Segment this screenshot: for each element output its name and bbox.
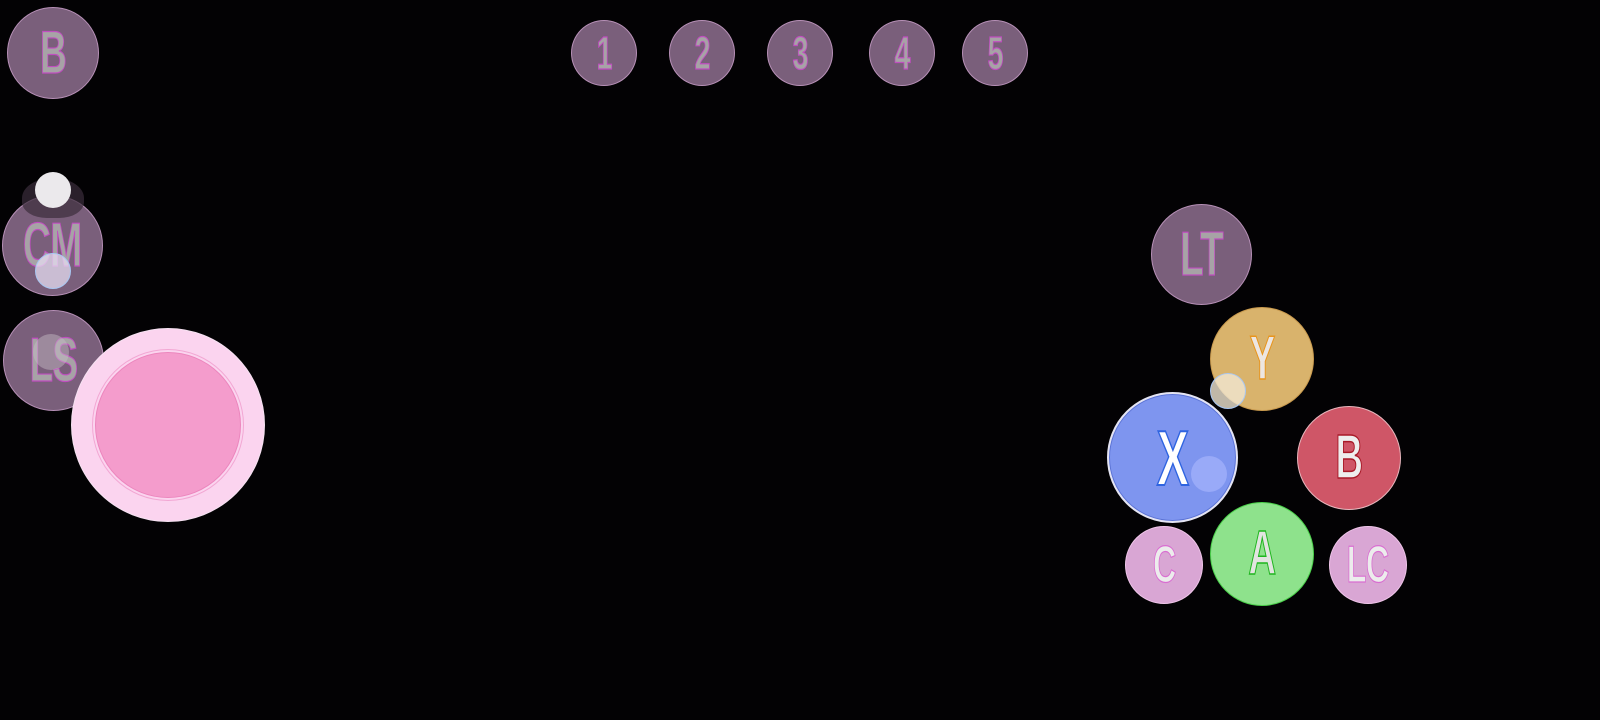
number-button-4[interactable]: 4 (869, 20, 935, 86)
y-label: Y (1249, 324, 1276, 393)
ls-label: LS (29, 325, 78, 395)
y-button[interactable]: Y (1210, 307, 1314, 411)
number-label: 4 (894, 27, 911, 79)
number-button-1[interactable]: 1 (571, 20, 637, 86)
b-button[interactable]: B (1297, 406, 1401, 510)
left-joystick-base[interactable] (71, 328, 265, 522)
back-b-label: B (39, 19, 67, 86)
c-button[interactable]: C (1125, 526, 1203, 604)
touch-indicator-dot (1210, 373, 1246, 409)
x-label: X (1156, 413, 1190, 502)
a-button[interactable]: A (1210, 502, 1314, 606)
touch-indicator-dot (1191, 456, 1227, 492)
number-label: 5 (987, 27, 1004, 79)
c-label: C (1152, 536, 1176, 594)
lc-button[interactable]: LC (1329, 526, 1407, 604)
back-b-button[interactable]: B (7, 7, 99, 99)
left-joystick-knob[interactable] (95, 352, 241, 498)
touch-indicator-dot (35, 172, 71, 208)
x-button[interactable]: X (1107, 392, 1238, 523)
lt-button[interactable]: LT (1151, 204, 1252, 305)
number-label: 1 (596, 27, 613, 79)
b-label: B (1335, 423, 1364, 492)
lt-label: LT (1180, 219, 1224, 289)
number-label: 2 (694, 27, 711, 79)
number-button-3[interactable]: 3 (767, 20, 833, 86)
touch-indicator-dot (33, 334, 69, 370)
number-label: 3 (792, 27, 809, 79)
number-button-2[interactable]: 2 (669, 20, 735, 86)
touch-indicator-dot (35, 253, 71, 289)
a-label: A (1248, 519, 1277, 588)
lc-label: LC (1347, 536, 1390, 594)
number-button-5[interactable]: 5 (962, 20, 1028, 86)
